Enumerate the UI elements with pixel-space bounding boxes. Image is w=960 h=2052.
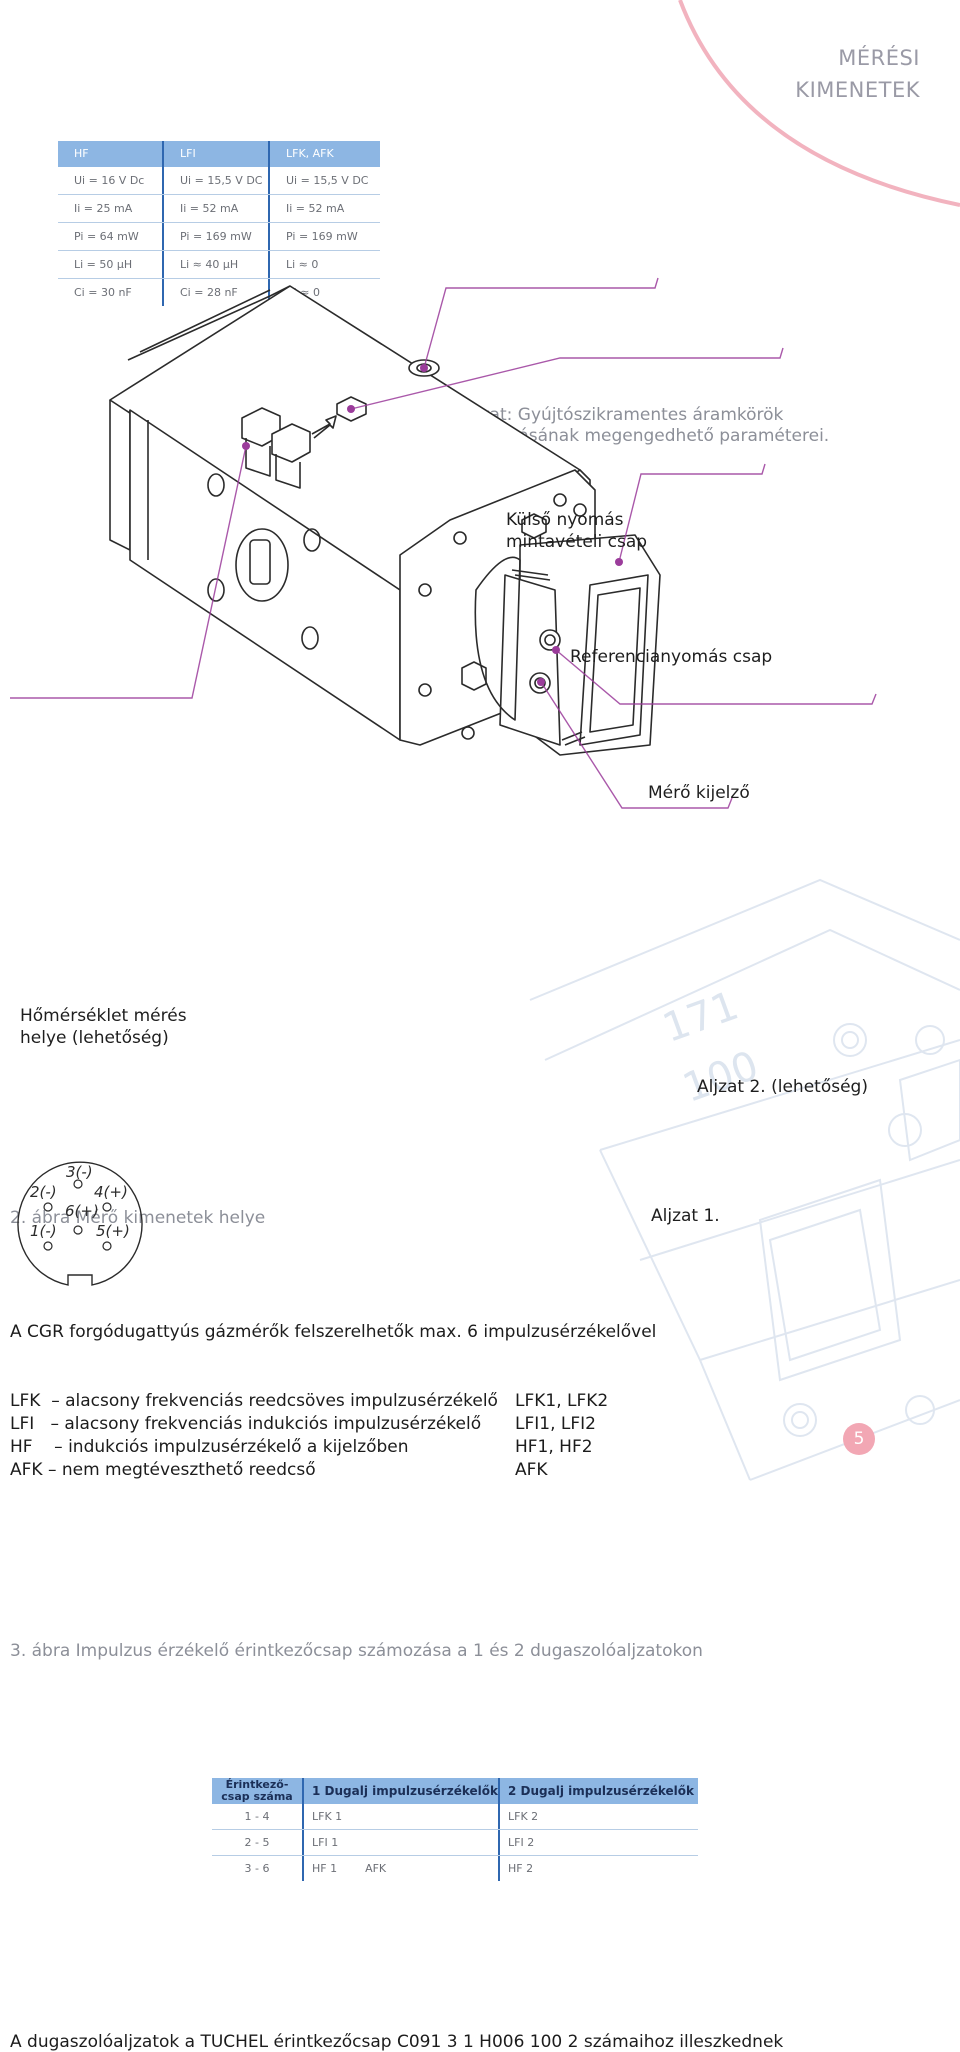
list-item: LFK – alacsony frekvenciás reedcsöves im… bbox=[10, 1390, 960, 1413]
table-row: Pi = 64 mW Pi = 169 mW Pi = 169 mW bbox=[58, 223, 380, 251]
header-lfk-afk: LFK, AFK bbox=[286, 147, 334, 160]
callout-text: Külső nyomás bbox=[506, 510, 624, 530]
callout-text: Hőmérséklet mérés bbox=[20, 1006, 187, 1026]
table-cell: LFK 1 bbox=[304, 1804, 500, 1829]
header-arc bbox=[678, 0, 960, 207]
pin-6 bbox=[73, 1225, 83, 1235]
table-cell: Li ≈ 40 μH bbox=[164, 251, 270, 278]
list-item: LFI – alacsony frekvenciás indukciós imp… bbox=[10, 1413, 960, 1436]
pin-2 bbox=[43, 1202, 53, 1212]
table-row: Ui = 16 V Dc Ui = 15,5 V DC Ui = 15,5 V … bbox=[58, 167, 380, 195]
header-hf: HF bbox=[58, 141, 164, 167]
list-item: HF – indukciós impulzusérzékelő a kijelz… bbox=[10, 1436, 960, 1459]
sensor-codes: HF1, HF2 bbox=[515, 1437, 593, 1457]
callout-temperature: Hőmérséklet mérés helye (lehetőség) bbox=[20, 1005, 960, 1049]
intro-paragraph: A CGR forgódugattyús gázmérők felszerelh… bbox=[10, 1322, 657, 1342]
safety-parameters-table: HF LFI LFK, AFK Ui = 16 V Dc Ui = 15,5 V… bbox=[58, 141, 380, 306]
callout-external-pressure: Külső nyomás mintavételi csap bbox=[506, 509, 960, 553]
table-cell: Ci = 30 nF bbox=[58, 279, 164, 306]
connector-pin-diagram: 3(-) 2(-) 4(+) 6(+) 1(-) 5(+) bbox=[17, 1161, 143, 1286]
pin-assignment-table: Érintkező-csap száma 1 Dugalj impulzusér… bbox=[212, 1778, 698, 1881]
callout-text: mintavételi csap bbox=[506, 532, 648, 552]
figure3-caption: 3. ábra Impulzus érzékelő érintkezőcsap … bbox=[10, 1641, 703, 1661]
pin-label: 1(-) bbox=[30, 1222, 57, 1240]
table-cell: 1 - 4 bbox=[212, 1804, 304, 1829]
table-cell: Pi = 64 mW bbox=[58, 223, 164, 250]
table-cell: Ui = 15,5 V DC bbox=[286, 174, 369, 187]
pin-label: 6(+) bbox=[65, 1202, 99, 1220]
sensor-codes: AFK bbox=[515, 1460, 548, 1480]
flange-hole-large bbox=[235, 528, 289, 602]
page-number-badge: 5 bbox=[843, 1423, 875, 1455]
table-cell: Ii = 25 mA bbox=[58, 195, 164, 222]
table-cell: LFI 1 bbox=[304, 1830, 500, 1855]
footer-note: A dugaszolóaljzatok a TUCHEL érintkezőcs… bbox=[10, 2032, 784, 2052]
callout-socket-1: Aljzat 1. bbox=[651, 1206, 720, 1226]
table-cell: 2 - 5 bbox=[212, 1830, 304, 1855]
section-title-line2: KIMENETEK bbox=[795, 78, 920, 102]
table-cell: Pi = 169 mW bbox=[164, 223, 270, 250]
sensor-codes: LFK1, LFK2 bbox=[515, 1391, 609, 1411]
table-row: 2 - 5 LFI 1 LFI 2 bbox=[212, 1830, 698, 1856]
pin-3 bbox=[73, 1179, 83, 1189]
callout-text: helye (lehetőség) bbox=[20, 1028, 169, 1048]
table-cell: 3 - 6 bbox=[212, 1856, 304, 1881]
table-header: HF LFI LFK, AFK bbox=[58, 141, 380, 167]
sensor-desc: LFI – alacsony frekvenciás indukciós imp… bbox=[10, 1414, 482, 1434]
figure2-caption: 2. ábra Mérő kimenetek helye bbox=[10, 1208, 266, 1228]
list-item: AFK – nem megtéveszthető reedcső AFK bbox=[10, 1459, 960, 1482]
table-cell: LFI 2 bbox=[508, 1836, 535, 1849]
table-row: Ii = 25 mA Ii = 52 mA Ii = 52 mA bbox=[58, 195, 380, 223]
callout-meter-display: Mérő kijelző bbox=[648, 783, 750, 803]
header-pin-number: Érintkező-csap száma bbox=[212, 1778, 304, 1804]
table-header: Érintkező-csap száma 1 Dugalj impulzusér… bbox=[212, 1778, 698, 1804]
section-title: MÉRÉSI KIMENETEK bbox=[0, 42, 920, 106]
table-cell: Ii = 52 mA bbox=[286, 202, 345, 215]
meter-outputs-diagram bbox=[10, 277, 877, 809]
table-cell: Li = 50 μH bbox=[58, 251, 164, 278]
sensor-types-list: LFK – alacsony frekvenciás reedcsöves im… bbox=[10, 1390, 960, 1482]
pin-label: 2(-) bbox=[30, 1183, 57, 1201]
sensor-desc: LFK – alacsony frekvenciás reedcsöves im… bbox=[10, 1391, 498, 1411]
table-cell: Li ≈ 0 bbox=[286, 258, 319, 271]
table-cell: Pi = 169 mW bbox=[286, 230, 358, 243]
header-socket-2: 2 Dugalj impulzusérzékelők bbox=[508, 1784, 694, 1798]
table-cell: HF 1 AFK bbox=[304, 1856, 500, 1881]
table-cell: Ui = 16 V Dc bbox=[58, 167, 164, 194]
connector-outline bbox=[17, 1161, 143, 1286]
table-cell: HF 2 bbox=[508, 1862, 534, 1875]
socket-2 bbox=[539, 629, 561, 651]
section-title-line1: MÉRÉSI bbox=[838, 46, 920, 70]
table-row: Li = 50 μH Li ≈ 40 μH Li ≈ 0 bbox=[58, 251, 380, 279]
table-cell: Ui = 15,5 V DC bbox=[164, 167, 270, 194]
meter-body-rear bbox=[109, 400, 131, 551]
pin-label: 5(+) bbox=[96, 1222, 130, 1240]
table-cell: Ii = 52 mA bbox=[164, 195, 270, 222]
sensor-codes: LFI1, LFI2 bbox=[515, 1414, 596, 1434]
pin-label: 4(+) bbox=[94, 1183, 128, 1201]
header-lfi: LFI bbox=[164, 141, 270, 167]
table-cell: LFK 2 bbox=[508, 1810, 539, 1823]
header-socket-1: 1 Dugalj impulzusérzékelők bbox=[304, 1778, 500, 1804]
pin-4 bbox=[102, 1202, 112, 1212]
callout-socket-2: Aljzat 2. (lehetőség) bbox=[697, 1077, 868, 1097]
pin-1 bbox=[43, 1241, 53, 1251]
callout-reference-pressure: Referencianyomás csap bbox=[570, 647, 773, 667]
sensor-desc: HF – indukciós impulzusérzékelő a kijelz… bbox=[10, 1437, 409, 1457]
table-row: 1 - 4 LFK 1 LFK 2 bbox=[212, 1804, 698, 1830]
table-row: 3 - 6 HF 1 AFK HF 2 bbox=[212, 1856, 698, 1881]
pin-5 bbox=[102, 1241, 112, 1251]
sensor-desc: AFK – nem megtéveszthető reedcső bbox=[10, 1460, 316, 1480]
fitting-right bbox=[271, 423, 311, 489]
pin-label: 3(-) bbox=[66, 1163, 93, 1181]
background-watermark: 171 100 bbox=[529, 0, 960, 1481]
table-cell: Ci = 28 nF bbox=[164, 279, 270, 306]
